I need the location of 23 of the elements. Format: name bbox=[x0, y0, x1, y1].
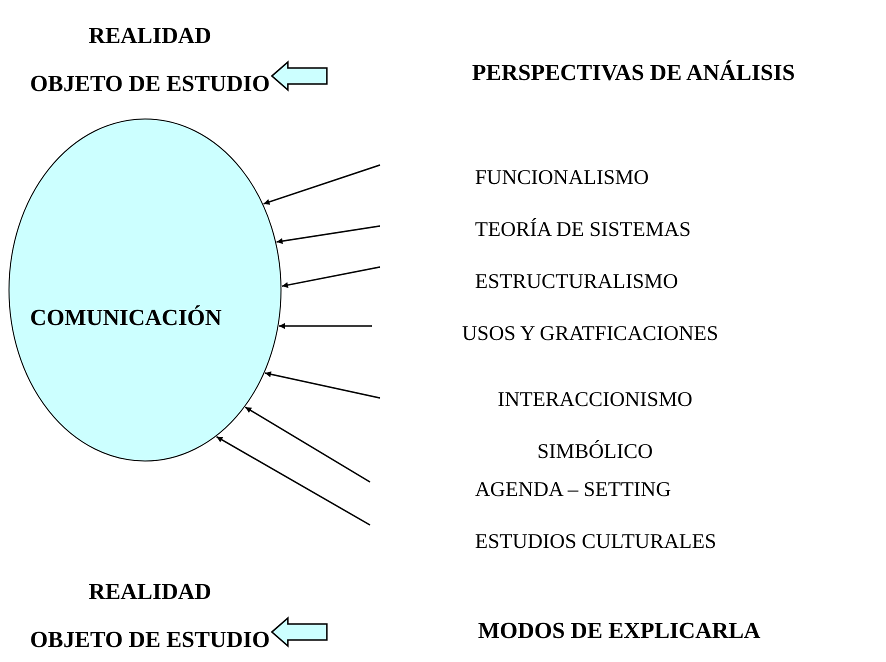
arrow bbox=[216, 436, 370, 526]
list-item: ESTRUCTURALISMO bbox=[475, 269, 678, 294]
node-label: COMUNICACIÓN bbox=[30, 305, 222, 331]
list-item: USOS Y GRATFICACIONES bbox=[462, 321, 718, 346]
heading: REALIDAD bbox=[88, 22, 212, 50]
arrow bbox=[264, 371, 380, 399]
list-item: AGENDA – SETTING bbox=[475, 477, 671, 502]
list-item: FUNCIONALISMO bbox=[475, 165, 649, 190]
list-item: TEORÍA DE SISTEMAS bbox=[475, 217, 691, 242]
subheading: OBJETO DE ESTUDIO bbox=[30, 70, 270, 98]
heading: PERSPECTIVAS DE ANÁLISIS bbox=[472, 60, 795, 86]
heading: MODOS DE EXPLICARLA bbox=[478, 618, 760, 644]
subheading: OBJETO DE ESTUDIO bbox=[30, 626, 270, 654]
arrow bbox=[276, 225, 380, 244]
arrow bbox=[282, 266, 380, 288]
arrow bbox=[244, 406, 370, 483]
block-arrow bbox=[270, 60, 328, 92]
heading: REALIDAD bbox=[88, 578, 212, 606]
list-item: ESTUDIOS CULTURALES bbox=[475, 529, 716, 554]
list-item: INTERACCIONISMO SIMBÓLICO bbox=[496, 386, 694, 465]
block-arrow bbox=[270, 616, 328, 648]
arrow bbox=[278, 323, 372, 329]
arrow bbox=[263, 164, 380, 205]
